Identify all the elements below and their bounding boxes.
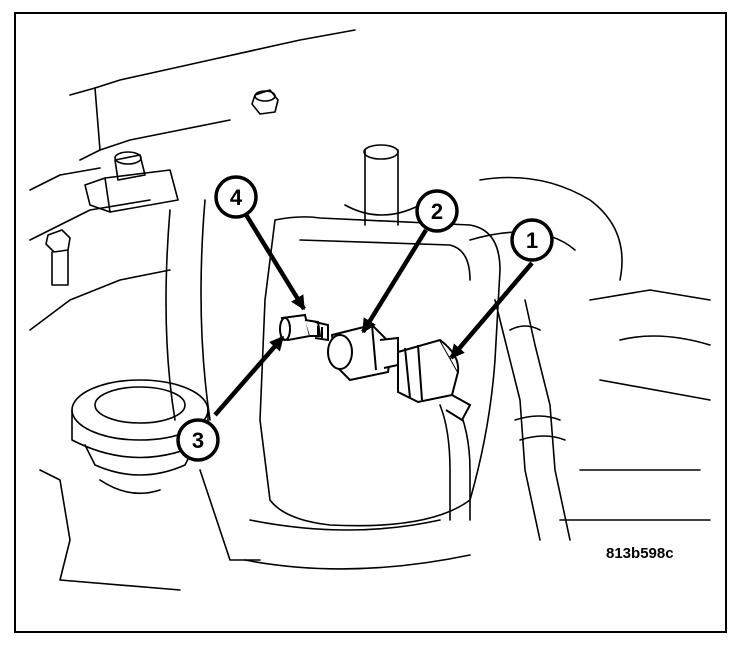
leader-arrows bbox=[213, 211, 534, 417]
callout-2-label: 2 bbox=[431, 199, 443, 224]
figure-id: 813b598c bbox=[606, 545, 674, 562]
callout-3: 3 bbox=[176, 418, 220, 462]
callout-4: 4 bbox=[214, 175, 258, 219]
callout-3-label: 3 bbox=[192, 428, 204, 453]
callout-2: 2 bbox=[415, 189, 459, 233]
leader-arrow-3 bbox=[213, 335, 285, 417]
callout-1-label: 1 bbox=[526, 228, 538, 253]
wire-harness-connector bbox=[397, 338, 472, 422]
pressure-transducer bbox=[327, 323, 399, 382]
engine-bay-line-art bbox=[29, 29, 711, 591]
callout-1: 1 bbox=[510, 218, 554, 262]
callout-4-label: 4 bbox=[230, 185, 243, 210]
o-ring-seal bbox=[314, 321, 329, 342]
leader-arrow-2 bbox=[361, 228, 428, 334]
leader-arrow-1 bbox=[449, 261, 534, 360]
leader-arrow-4 bbox=[243, 211, 306, 311]
schrader-valve-fitting bbox=[279, 313, 322, 342]
